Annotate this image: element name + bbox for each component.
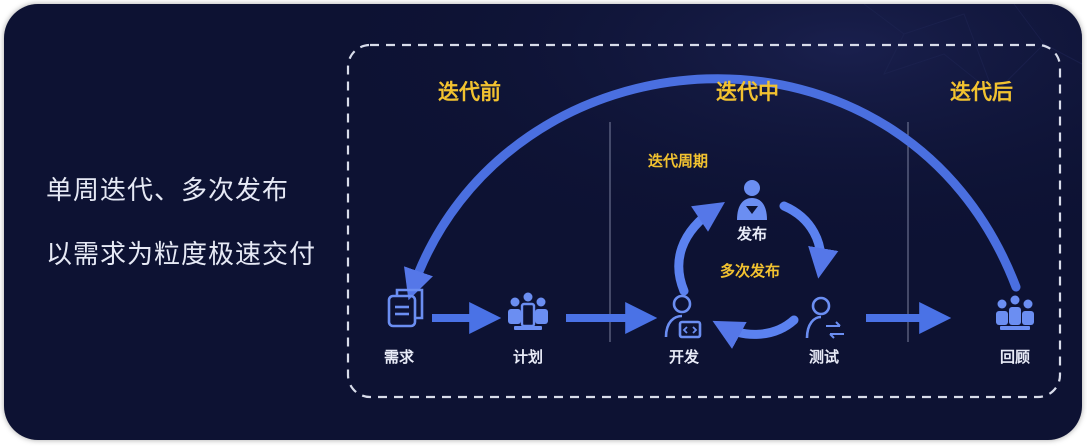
phase-after: 迭代后: [950, 80, 1013, 104]
diagram-frame: 单周迭代、多次发布 以需求为粒度极速交付 迭代前 迭代中 迭代后 迭代周期 发布…: [4, 4, 1082, 440]
phase-during: 迭代中: [716, 80, 779, 104]
process-diagram: [346, 43, 1062, 399]
cycle-period-label: 迭代周期: [648, 152, 709, 170]
multi-release-label: 多次发布: [720, 262, 781, 280]
node-test-label: 测试: [808, 348, 839, 366]
phase-before: 迭代前: [438, 80, 501, 104]
document-icon: [387, 288, 424, 328]
node-plan-label: 计划: [512, 348, 543, 366]
tester-icon: [805, 296, 844, 339]
headline-line-2: 以需求为粒度极速交付: [46, 240, 317, 270]
node-develop-label: 开发: [668, 348, 699, 366]
release-person-icon: [737, 180, 767, 220]
dashed-boundary: [346, 43, 1062, 399]
developer-icon: [664, 294, 702, 339]
cycle-arrow-release-test: [779, 201, 839, 279]
background-pattern: [4, 4, 1082, 440]
review-team-icon: [996, 295, 1034, 330]
team-meeting-icon: [508, 292, 548, 330]
headline-line-1: 单周迭代、多次发布: [46, 176, 290, 206]
cycle-arrow-test-develop: [712, 315, 799, 349]
cycle-arrow-develop-release: [674, 202, 725, 296]
node-review-label: 回顾: [999, 348, 1030, 366]
feedback-arc-arrow: [404, 74, 1021, 301]
node-requirement-label: 需求: [383, 348, 414, 366]
release-label: 发布: [737, 225, 768, 243]
